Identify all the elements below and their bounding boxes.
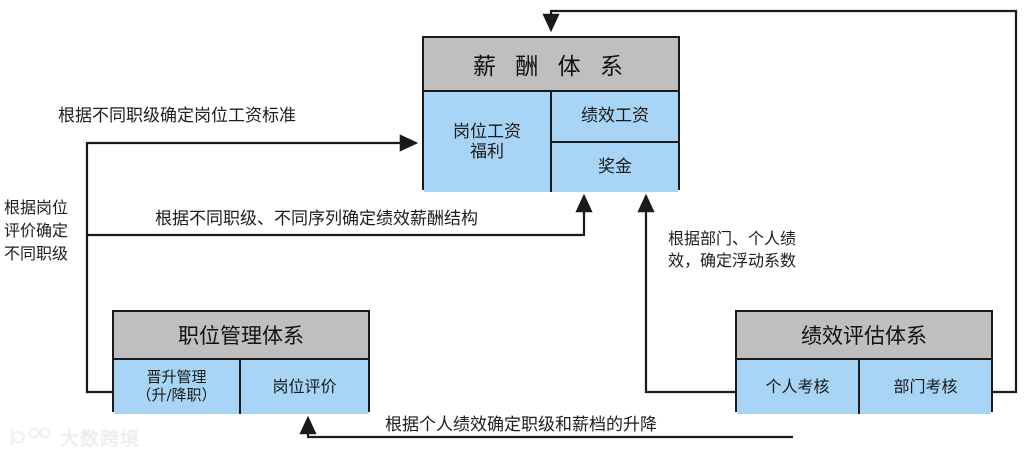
cell-performance-pay[interactable]: 绩效工资 [581, 106, 649, 127]
cell-individual-assessment[interactable]: 个人考核 [737, 360, 859, 414]
edge-label-middle: 根据不同职级、不同序列确定绩效薪酬结构 [155, 209, 478, 229]
watermark-logo-icon [10, 427, 51, 445]
box-position-body: 晋升管理 （升/降职） 岗位评价 [114, 360, 368, 414]
watermark: 大数跨境 [8, 424, 140, 450]
cell-job-evaluation[interactable]: 岗位评价 [239, 360, 368, 414]
box-salary-header: 薪 酬 体 系 [424, 38, 678, 92]
cell-job-wage-benefit[interactable]: 岗位工资 福利 [424, 92, 550, 192]
box-salary-system[interactable]: 薪 酬 体 系 岗位工资 福利 绩效工资 奖金 [422, 36, 680, 192]
edge-label-top: 根据不同职级确定岗位工资标准 [58, 106, 296, 126]
cell-department-assessment[interactable]: 部门考核 [858, 360, 991, 414]
box-performance-body: 个人考核 部门考核 [737, 360, 991, 414]
edge-grade-to-perfpay [87, 193, 593, 237]
cell-group-variable-pay: 绩效工资 奖金 [550, 92, 678, 192]
edge-label-right: 根据部门、个人绩 效，确定浮动系数 [668, 229, 797, 270]
box-position-management[interactable]: 职位管理体系 晋升管理 （升/降职） 岗位评价 [112, 310, 370, 414]
edge-label-bottom: 根据个人绩效确定职级和薪档的升降 [385, 415, 657, 435]
box-performance-evaluation[interactable]: 绩效评估体系 个人考核 部门考核 [735, 310, 993, 414]
cell-bonus[interactable]: 奖金 [552, 141, 678, 192]
box-salary-body: 岗位工资 福利 绩效工资 奖金 [424, 92, 678, 192]
edge-perf-to-positiongrade [299, 415, 793, 439]
cell-promotion-management[interactable]: 晋升管理 （升/降职） [114, 360, 240, 414]
edge-jobeval-to-jobwage [85, 134, 419, 394]
box-performance-header: 绩效评估体系 [737, 312, 991, 360]
box-position-header: 职位管理体系 [114, 312, 368, 360]
edge-dept-to-salary [542, 9, 1018, 394]
edge-individual-to-bonus [637, 193, 735, 394]
watermark-text: 大数跨境 [60, 427, 141, 450]
edge-label-left: 根据岗位评价确定不同职级 [4, 198, 69, 264]
